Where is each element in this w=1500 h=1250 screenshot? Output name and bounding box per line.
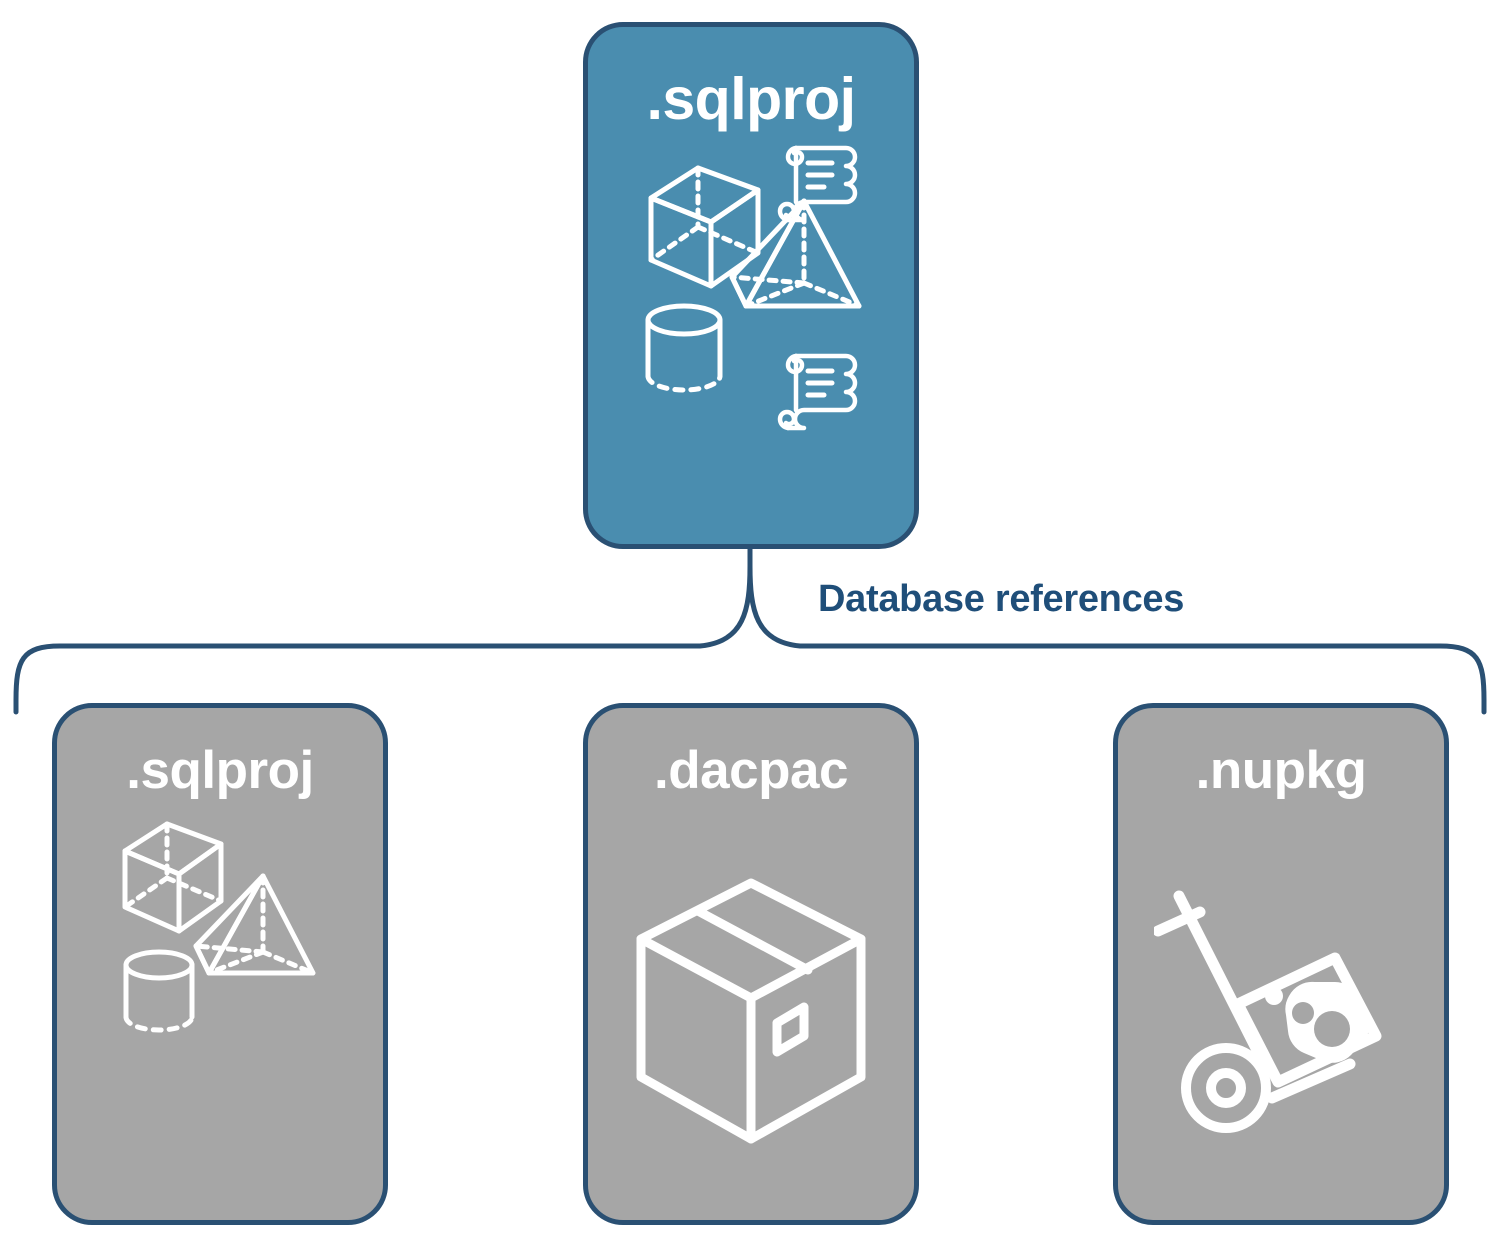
icon-group-reference-sqlproj [57,801,383,1220]
card-title-reference-nupkg: .nupkg [1195,741,1367,800]
card-reference-dacpac[interactable]: .dacpac [583,703,919,1225]
card-title-reference-sqlproj: .sqlproj [126,741,314,800]
source-icon-cluster [645,145,862,431]
card-reference-sqlproj[interactable]: .sqlproj [52,703,388,1225]
card-title-source-sqlproj: .sqlproj [646,66,856,132]
pyramid-icon [729,198,862,309]
pyramid-icon [193,873,316,976]
cylinder-icon [123,949,195,1033]
package-box-icon [636,878,866,1143]
scroll-icon [777,145,858,223]
card-source-sqlproj[interactable]: .sqlproj [583,22,919,549]
nuget-hand-truck-icon [1153,890,1381,1133]
card-reference-nupkg[interactable]: .nupkg [1113,703,1449,1225]
icon-group-reference-dacpac [588,801,914,1220]
cylinder-icon [645,303,723,393]
icon-group-source [588,133,914,544]
cube-icon [122,821,224,934]
wheel [1180,1042,1271,1133]
card-title-reference-dacpac: .dacpac [654,741,848,800]
connector-label-database-references: Database references [818,578,1185,620]
nuget-cookie-icon [1264,981,1369,1063]
shapes-icon-cluster [122,821,316,1033]
scroll-icon [777,353,858,431]
icon-group-reference-nupkg [1118,801,1444,1220]
